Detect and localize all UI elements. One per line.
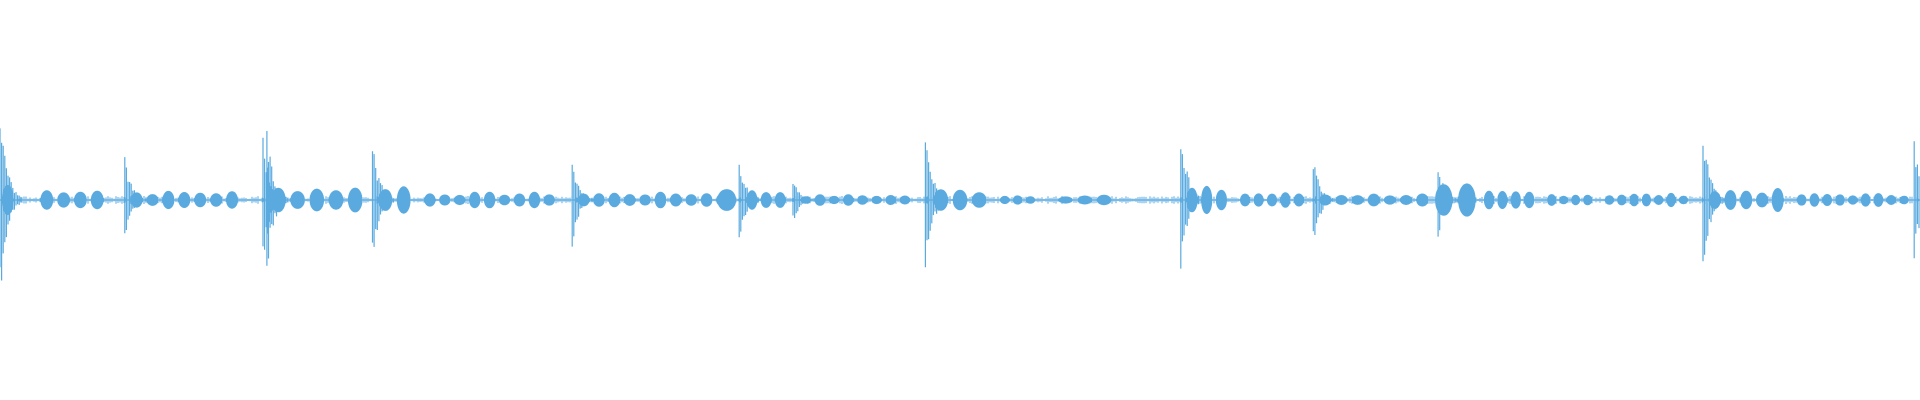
waveform-lobe <box>999 195 1010 205</box>
waveform-lobe <box>469 191 481 209</box>
waveform-lobe <box>1666 192 1676 208</box>
waveform-lobe <box>717 189 737 211</box>
waveform-lobe <box>1215 189 1227 211</box>
waveform-peak <box>792 184 815 218</box>
waveform-peak <box>738 164 761 238</box>
waveform-peak <box>1312 167 1335 235</box>
waveform-lobe <box>1604 195 1615 205</box>
waveform-peak <box>1437 172 1460 237</box>
waveform-lobe <box>639 194 651 206</box>
waveform-peak <box>1702 145 1725 262</box>
waveform-lobe <box>90 190 104 210</box>
waveform-lobe <box>1458 183 1476 217</box>
waveform-lobe <box>1524 191 1535 209</box>
waveform-peak <box>571 164 594 247</box>
waveform-peak <box>371 151 394 247</box>
waveform-lobe <box>1077 195 1093 205</box>
waveform-lobe <box>1201 185 1213 215</box>
waveform-peak <box>924 142 947 268</box>
waveform-peak <box>1913 141 1920 259</box>
waveform-lobe <box>1293 193 1304 207</box>
waveform-peak <box>1180 149 1203 269</box>
waveform-transients <box>0 128 1920 281</box>
waveform-lobe <box>439 194 451 206</box>
waveform-envelope <box>0 183 1919 217</box>
waveform-peak <box>262 137 285 250</box>
waveform-lobe <box>1654 195 1664 205</box>
waveform-lobe <box>1886 195 1897 205</box>
waveform-lobe <box>685 194 697 206</box>
waveform-lobe <box>899 195 911 205</box>
waveform-peak <box>0 128 22 281</box>
waveform-lobe <box>1483 190 1495 210</box>
waveform-lobe <box>543 194 555 206</box>
waveform-lobe <box>700 193 713 207</box>
waveform-lobe <box>885 195 897 205</box>
waveform-lobe <box>309 188 325 212</box>
waveform-lobe <box>1822 194 1833 206</box>
waveform-lobe <box>593 193 605 207</box>
waveform-lobe <box>1240 193 1251 207</box>
waveform-lobe <box>1253 193 1264 207</box>
waveform-lobe <box>40 190 54 210</box>
waveform-peak <box>124 157 147 234</box>
waveform-peak <box>266 131 289 266</box>
waveform-lobe <box>347 187 363 213</box>
waveform-lobe <box>971 192 987 208</box>
